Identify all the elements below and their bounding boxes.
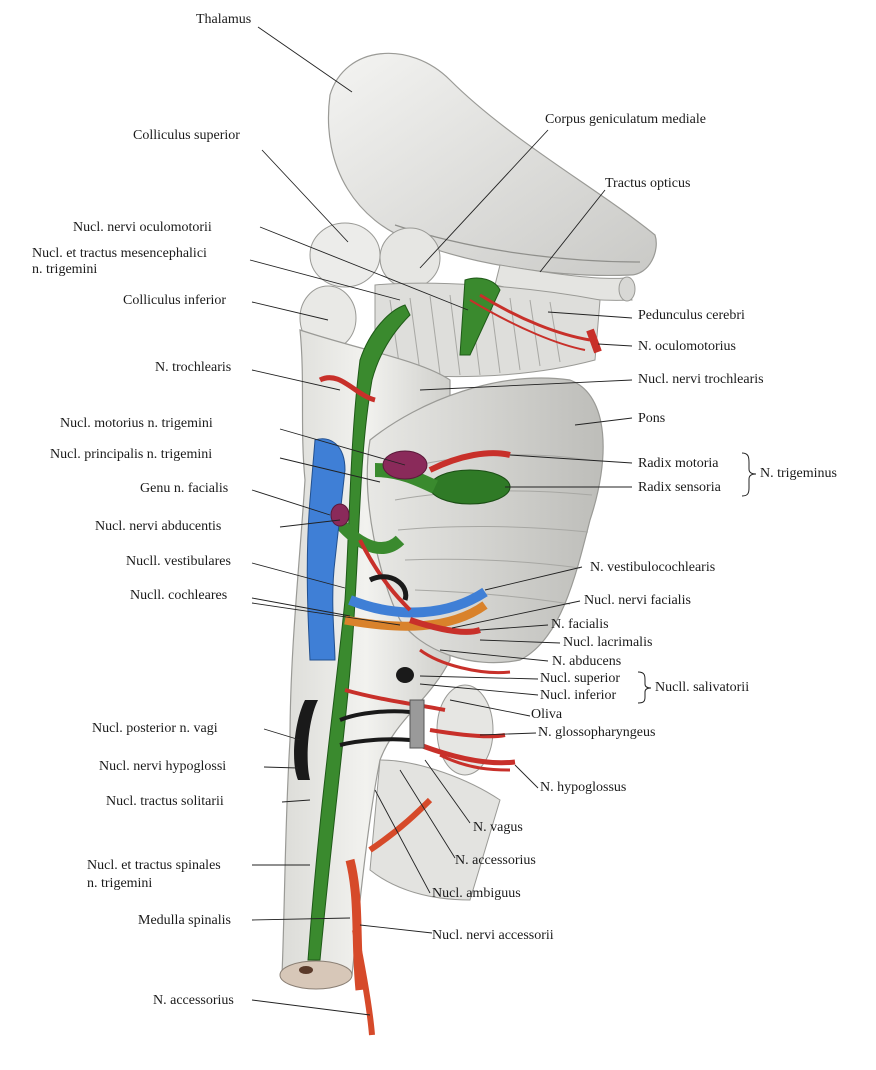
label-radix-motoria: Radix motoria <box>638 456 719 471</box>
sensory-column-shape <box>307 304 411 961</box>
label-nucl-lacrimalis: Nucl. lacrimalis <box>563 635 653 650</box>
label-genu-n-facialis: Genu n. facialis <box>140 481 229 496</box>
label-nucl-nervi-facialis: Nucl. nervi facialis <box>584 593 691 608</box>
label-n-vestibulocochlearis: N. vestibulocochlearis <box>590 560 716 575</box>
label-nucl-mesencephalici: Nucl. et tractus mesencephalici <box>32 246 207 261</box>
vestibular-nuclei-shape <box>306 438 346 661</box>
label-tractus-opticus: Tractus opticus <box>605 176 691 191</box>
label-n-oculomotorius: N. oculomotorius <box>638 339 736 354</box>
label-colliculus-superior: Colliculus superior <box>133 128 240 143</box>
label-nucl-inferior: Nucl. inferior <box>540 688 617 703</box>
thalamus-shape <box>328 52 657 276</box>
colliculus-superior-shape <box>309 222 381 288</box>
radix-sensoria-shape <box>429 469 511 505</box>
label-n-accessorius-bottom: N. accessorius <box>153 993 234 1008</box>
nucl-facialis-shape <box>358 539 412 612</box>
label-nucl-superior: Nucl. superior <box>540 671 621 686</box>
label-nucl-mesencephalici-line2: n. trigemini <box>32 262 98 277</box>
label-medulla-spinalis: Medulla spinalis <box>138 913 231 928</box>
label-n-glossopharyngeus: N. glossopharyngeus <box>538 725 656 740</box>
label-nucl-tractus-solitarii: Nucl. tractus solitarii <box>106 794 224 809</box>
nucl-salivatorii-shape <box>396 667 414 683</box>
n-facialis-shape <box>409 617 481 635</box>
label-n-trochlearis: N. trochlearis <box>155 360 232 375</box>
nucl-oculomotorii-shape <box>459 277 501 356</box>
n-oculomotorius-shape <box>479 293 591 342</box>
label-n-facialis: N. facialis <box>551 617 609 632</box>
label-pedunculus-cerebri: Pedunculus cerebri <box>638 308 745 323</box>
n-glossopharyngeus-shape <box>429 728 506 739</box>
label-n-accessorius-mid: N. accessorius <box>455 853 536 868</box>
label-nucl-principalis-trigemini: Nucl. principalis n. trigemini <box>50 447 213 462</box>
label-nucl-motorius-trigemini: Nucl. motorius n. trigemini <box>60 416 213 431</box>
label-oliva: Oliva <box>531 707 563 722</box>
label-nucl-nervi-trochlearis: Nucl. nervi trochlearis <box>638 372 764 387</box>
n-abducens-shape <box>419 648 511 675</box>
label-colliculus-inferior: Colliculus inferior <box>123 293 227 308</box>
label-nucl-ambiguus: Nucl. ambiguus <box>432 886 521 901</box>
label-n-hypoglossus: N. hypoglossus <box>540 780 627 795</box>
n-vestibulocochlearis-shape <box>348 587 488 618</box>
label-radix-sensoria: Radix sensoria <box>638 480 721 495</box>
label-nucll-cochleares: Nucll. cochleares <box>130 588 228 603</box>
n-hypoglossus-shape <box>419 742 516 766</box>
label-nucl-nervi-hypoglossi: Nucl. nervi hypoglossi <box>99 759 227 774</box>
label-thalamus: Thalamus <box>196 12 252 27</box>
label-nucll-vestibulares: Nucll. vestibulares <box>126 554 231 569</box>
label-nucl-nervi-oculomotorii: Nucl. nervi oculomotorii <box>73 220 212 235</box>
label-nucl-tractus-spinales: Nucl. et tractus spinales <box>87 858 221 873</box>
medulla-spinalis-cut <box>279 960 353 990</box>
n-trochlearis-shape <box>318 375 376 403</box>
n-trigeminus-brace <box>741 452 757 497</box>
nucl-posterior-vagi-shape <box>294 700 318 780</box>
label-nucl-tractus-spinales-line2: n. trigemini <box>87 876 153 891</box>
label-nucl-posterior-n-vagi: Nucl. posterior n. vagi <box>92 721 218 736</box>
pons-shape <box>366 377 604 664</box>
radix-motoria-shape <box>428 450 511 473</box>
nucll-salivatorii-brace <box>637 671 652 704</box>
label-n-abducens: N. abducens <box>552 654 622 669</box>
label-nucl-nervi-abducentis: Nucl. nervi abducentis <box>95 519 222 534</box>
label-corpus-geniculatum-mediale: Corpus geniculatum mediale <box>545 112 706 127</box>
nucl-accessorii-shape <box>345 858 365 991</box>
label-n-trigeminus: N. trigeminus <box>760 466 837 481</box>
label-nucl-nervi-accessorii: Nucl. nervi accessorii <box>432 928 554 943</box>
nucl-abducentis-shape <box>330 503 350 527</box>
label-pons: Pons <box>638 411 666 426</box>
n-accessorius-shape <box>352 929 375 1036</box>
label-nucll-salivatorii: Nucll. salivatorii <box>655 680 750 695</box>
leader-lines <box>249 26 633 1016</box>
label-n-vagus: N. vagus <box>473 820 523 835</box>
